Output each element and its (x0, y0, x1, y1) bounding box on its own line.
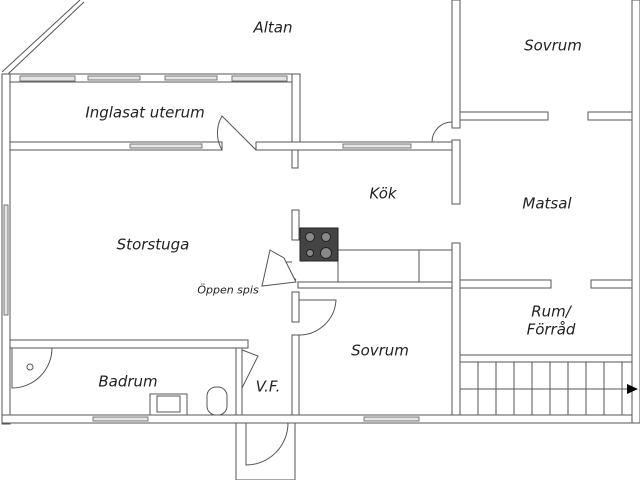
toilet-icon (206, 386, 228, 416)
kitchen-counter (337, 249, 453, 283)
room-label-vf: V.F. (255, 377, 281, 396)
room-label-sovrum-top: Sovrum (524, 36, 582, 55)
wall-far-right (631, 0, 640, 424)
wall-stub (291, 149, 299, 169)
wall-badrum-top (9, 339, 249, 349)
wall-right-bottom (451, 242, 461, 416)
room-label-rum: Rum/ (531, 302, 571, 321)
wall-badrum-right (235, 347, 243, 416)
altan-edge-inner (7, 1, 85, 75)
wall-matsal-rum-a (459, 279, 552, 289)
wall-kok-sovrum (297, 281, 453, 289)
wall-matsal-rum-b (590, 279, 633, 289)
wall-sovrum-left-b (291, 334, 300, 416)
stair-arrow-icon (627, 384, 638, 394)
fireplace-hearth (261, 249, 297, 287)
door-sovrum (298, 299, 337, 336)
wall-uterum-bottom (9, 141, 223, 151)
sink-icon (149, 393, 188, 416)
door-entry (245, 422, 289, 466)
wall-right-top (451, 0, 461, 129)
door-vf (241, 349, 259, 389)
room-label-storstuga: Storstuga (116, 235, 190, 254)
room-label-forrad: Förråd (526, 320, 576, 339)
room-label-altan: Altan (253, 18, 293, 37)
room-label-inglasat-uterum: Inglasat uterum (85, 103, 205, 122)
wall-kok-matsal (451, 139, 461, 205)
room-label-badrum: Badrum (98, 372, 158, 391)
staircase (459, 361, 638, 416)
room-label-kok: Kök (369, 184, 397, 203)
label-oppen-spis: Öppen spis (197, 283, 259, 297)
room-label-matsal: Matsal (522, 194, 572, 213)
wall-sovrum-matsal-b (587, 111, 633, 121)
wall-sovrum-left-a (291, 291, 300, 323)
wall-rum-stairs (459, 354, 633, 363)
entry (235, 422, 296, 480)
shower-icon (11, 347, 53, 389)
window (19, 75, 76, 82)
wall-kok-left (291, 209, 300, 241)
stove-icon (299, 227, 339, 262)
room-label-sovrum-bottom: Sovrum (351, 341, 409, 360)
altan-edge (1, 0, 81, 73)
door-uterum (216, 115, 257, 151)
door-sovrum-top (431, 121, 453, 143)
wall-uterum-right (291, 73, 301, 151)
wall-sovrum-matsal-a (459, 111, 549, 121)
